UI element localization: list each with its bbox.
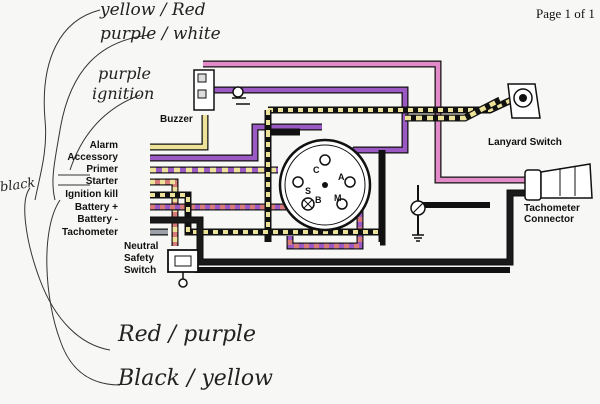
key-switch <box>278 138 372 232</box>
tachometer-connector-component <box>524 163 593 201</box>
note-purple: purple <box>98 64 152 83</box>
terminal-a: A <box>338 172 345 182</box>
label-ignition-kill: Ignition kill <box>65 189 118 200</box>
buzzer-component <box>193 69 250 111</box>
tachometer-connector-label-1: Tachometer <box>524 203 580 214</box>
label-battery-neg: Battery - <box>77 214 118 225</box>
buzzer-label: Buzzer <box>160 114 193 125</box>
tachometer-connector-label-2: Connector <box>524 214 574 225</box>
note-ignition: ignition <box>92 84 155 103</box>
lanyard-switch-label: Lanyard Switch <box>488 137 562 148</box>
neutral-safety-switch-component <box>167 249 199 288</box>
page-indicator: Page 1 of 1 <box>536 6 595 21</box>
terminal-c: C <box>313 165 320 175</box>
label-starter: Starter <box>85 176 118 187</box>
wire-ignition-kill <box>150 92 522 246</box>
wire-alarm <box>150 115 209 151</box>
note-black-yellow: Black / yellow <box>118 366 273 391</box>
note-purple-white: purple / white <box>100 24 221 44</box>
neutral-safety-label-3: Switch <box>124 265 157 276</box>
wire-accessory <box>150 123 322 162</box>
neutral-safety-label-2: Safety <box>124 253 155 264</box>
terminal-s: S <box>305 186 312 196</box>
label-tachometer: Tachometer <box>62 227 118 238</box>
label-battery-pos: Battery + <box>74 202 118 213</box>
wire-pink-buzzer <box>203 60 525 184</box>
wire-battery-neg <box>150 189 525 273</box>
ground-bolt <box>410 200 426 216</box>
label-primer: Primer <box>86 164 118 175</box>
terminal-m: M <box>334 193 342 203</box>
label-alarm: Alarm <box>89 140 118 151</box>
wire-starter <box>150 178 179 246</box>
note-yellow-red: yellow / Red <box>100 0 206 20</box>
lanyard-switch-component <box>507 83 541 119</box>
note-red-purple: Red / purple <box>118 322 256 347</box>
wire-lanyard <box>405 96 502 122</box>
label-accessory: Accessory <box>67 152 118 163</box>
hand-pointer-lines <box>24 9 151 386</box>
neutral-safety-label-1: Neutral <box>124 241 159 252</box>
terminal-b: B <box>315 195 322 205</box>
